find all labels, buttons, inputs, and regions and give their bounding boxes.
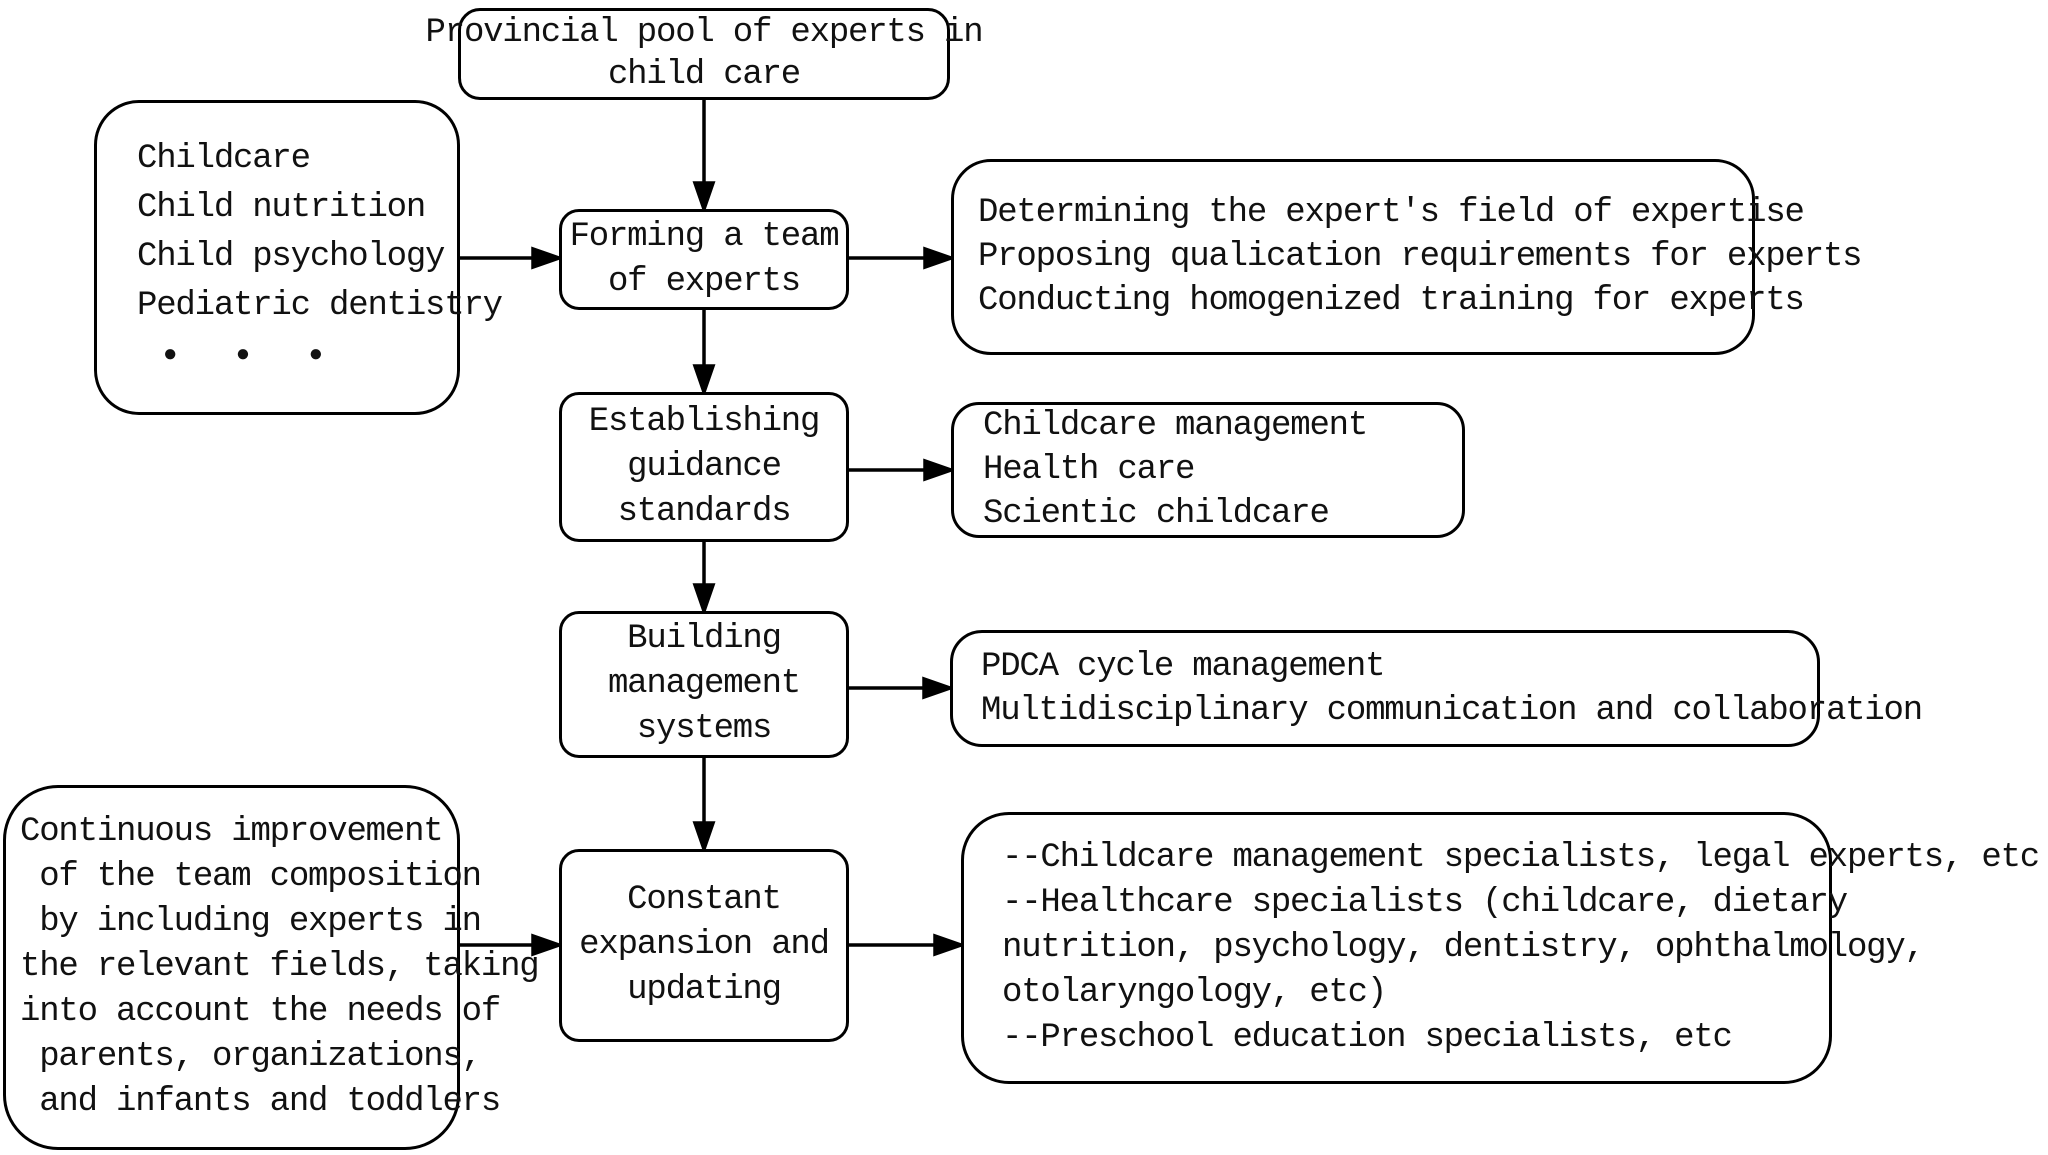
node-text-line: Health care xyxy=(983,451,1195,489)
node-text-line: guidance xyxy=(627,447,782,486)
node-text-line: of the team composition xyxy=(20,858,482,896)
node-text-line: Forming a team xyxy=(569,217,840,256)
node-text-line: Determining the expert's field of expert… xyxy=(978,194,1805,232)
node-text-line: and infants and toddlers xyxy=(20,1083,501,1121)
node-text-line: Conducting homogenized training for expe… xyxy=(978,282,1805,320)
node-team-details: Determining the expert's field of expert… xyxy=(951,159,1863,355)
node-text-line: PDCA cycle management xyxy=(981,647,1385,686)
node-text-line: Pediatric dentistry xyxy=(137,287,503,325)
node-text-line: Building xyxy=(627,620,782,658)
node-text-line: updating xyxy=(627,971,782,1009)
arrow-expansion-to-details xyxy=(849,933,967,957)
arrow-fields-to-forming xyxy=(460,246,565,270)
node-text-line: by including experts in xyxy=(20,903,482,941)
node-text-line: Child psychology xyxy=(137,238,445,276)
node-text-line: otolaryngology, etc) xyxy=(1002,973,1387,1012)
node-text-line: Childcare management xyxy=(983,407,1368,445)
node-text-line: expansion and xyxy=(579,926,830,964)
node-text-line: parents, organizations, xyxy=(20,1038,482,1076)
node-text-line: Proposing qualication requirements for e… xyxy=(978,238,1863,276)
node-text-line: --Childcare management specialists, lega… xyxy=(1002,838,2040,877)
node-expansion-updating: Constant expansion and updating xyxy=(559,849,849,1042)
node-expert-fields: Childcare Child nutrition Child psycholo… xyxy=(94,100,503,415)
arrow-systems-to-expansion xyxy=(692,758,716,855)
arrow-standards-to-details xyxy=(849,458,957,482)
node-text-line: --Preschool education specialists, etc xyxy=(1002,1018,1733,1057)
node-text-line: standards xyxy=(617,492,792,531)
node-text-line: Provincial pool of experts in xyxy=(425,14,984,52)
node-text-line: Scientic childcare xyxy=(983,495,1330,533)
node-standards-details: Childcare management Health care Scienti… xyxy=(951,402,1465,538)
arrow-standards-to-systems xyxy=(692,542,716,617)
node-text-line: Child nutrition xyxy=(137,189,426,227)
node-text-line: Continuous improvement xyxy=(20,813,444,851)
node-continuous-improvement: Continuous improvement of the team compo… xyxy=(3,785,540,1150)
arrow-forming-to-standards xyxy=(692,310,716,398)
node-text-line: management xyxy=(607,665,801,703)
ellipsis-dots: ● ● ● xyxy=(163,342,346,369)
node-text-line: nutrition, psychology, dentistry, ophtha… xyxy=(1002,928,1925,967)
node-text-line: Childcare xyxy=(137,140,311,178)
node-text-line: child care xyxy=(607,56,801,94)
node-text-line: systems xyxy=(636,710,773,748)
arrow-pool-to-forming xyxy=(692,100,716,215)
node-expansion-details: --Childcare management specialists, lega… xyxy=(961,812,2040,1084)
node-text-line: of experts xyxy=(607,262,801,301)
arrow-forming-to-details xyxy=(849,246,957,270)
node-text-line: Establishing xyxy=(588,402,821,441)
node-text-line: Constant xyxy=(627,881,782,919)
node-text-line: --Healthcare specialists (childcare, die… xyxy=(1002,883,1848,922)
node-text-line: Multidisciplinary communication and coll… xyxy=(981,691,1923,730)
node-forming-team: Forming a team of experts xyxy=(559,209,849,310)
node-guidance-standards: Establishing guidance standards xyxy=(559,392,849,542)
arrow-improvement-to-expansion xyxy=(458,933,565,957)
node-management-systems: Building management systems xyxy=(559,611,849,758)
node-text-line: the relevant fields, taking xyxy=(20,948,540,986)
arrow-systems-to-details xyxy=(843,676,956,700)
node-systems-details: PDCA cycle management Multidisciplinary … xyxy=(950,630,1923,747)
node-text-line: into account the needs of xyxy=(20,993,501,1031)
node-provincial-pool: Provincial pool of experts in child care xyxy=(426,8,984,100)
